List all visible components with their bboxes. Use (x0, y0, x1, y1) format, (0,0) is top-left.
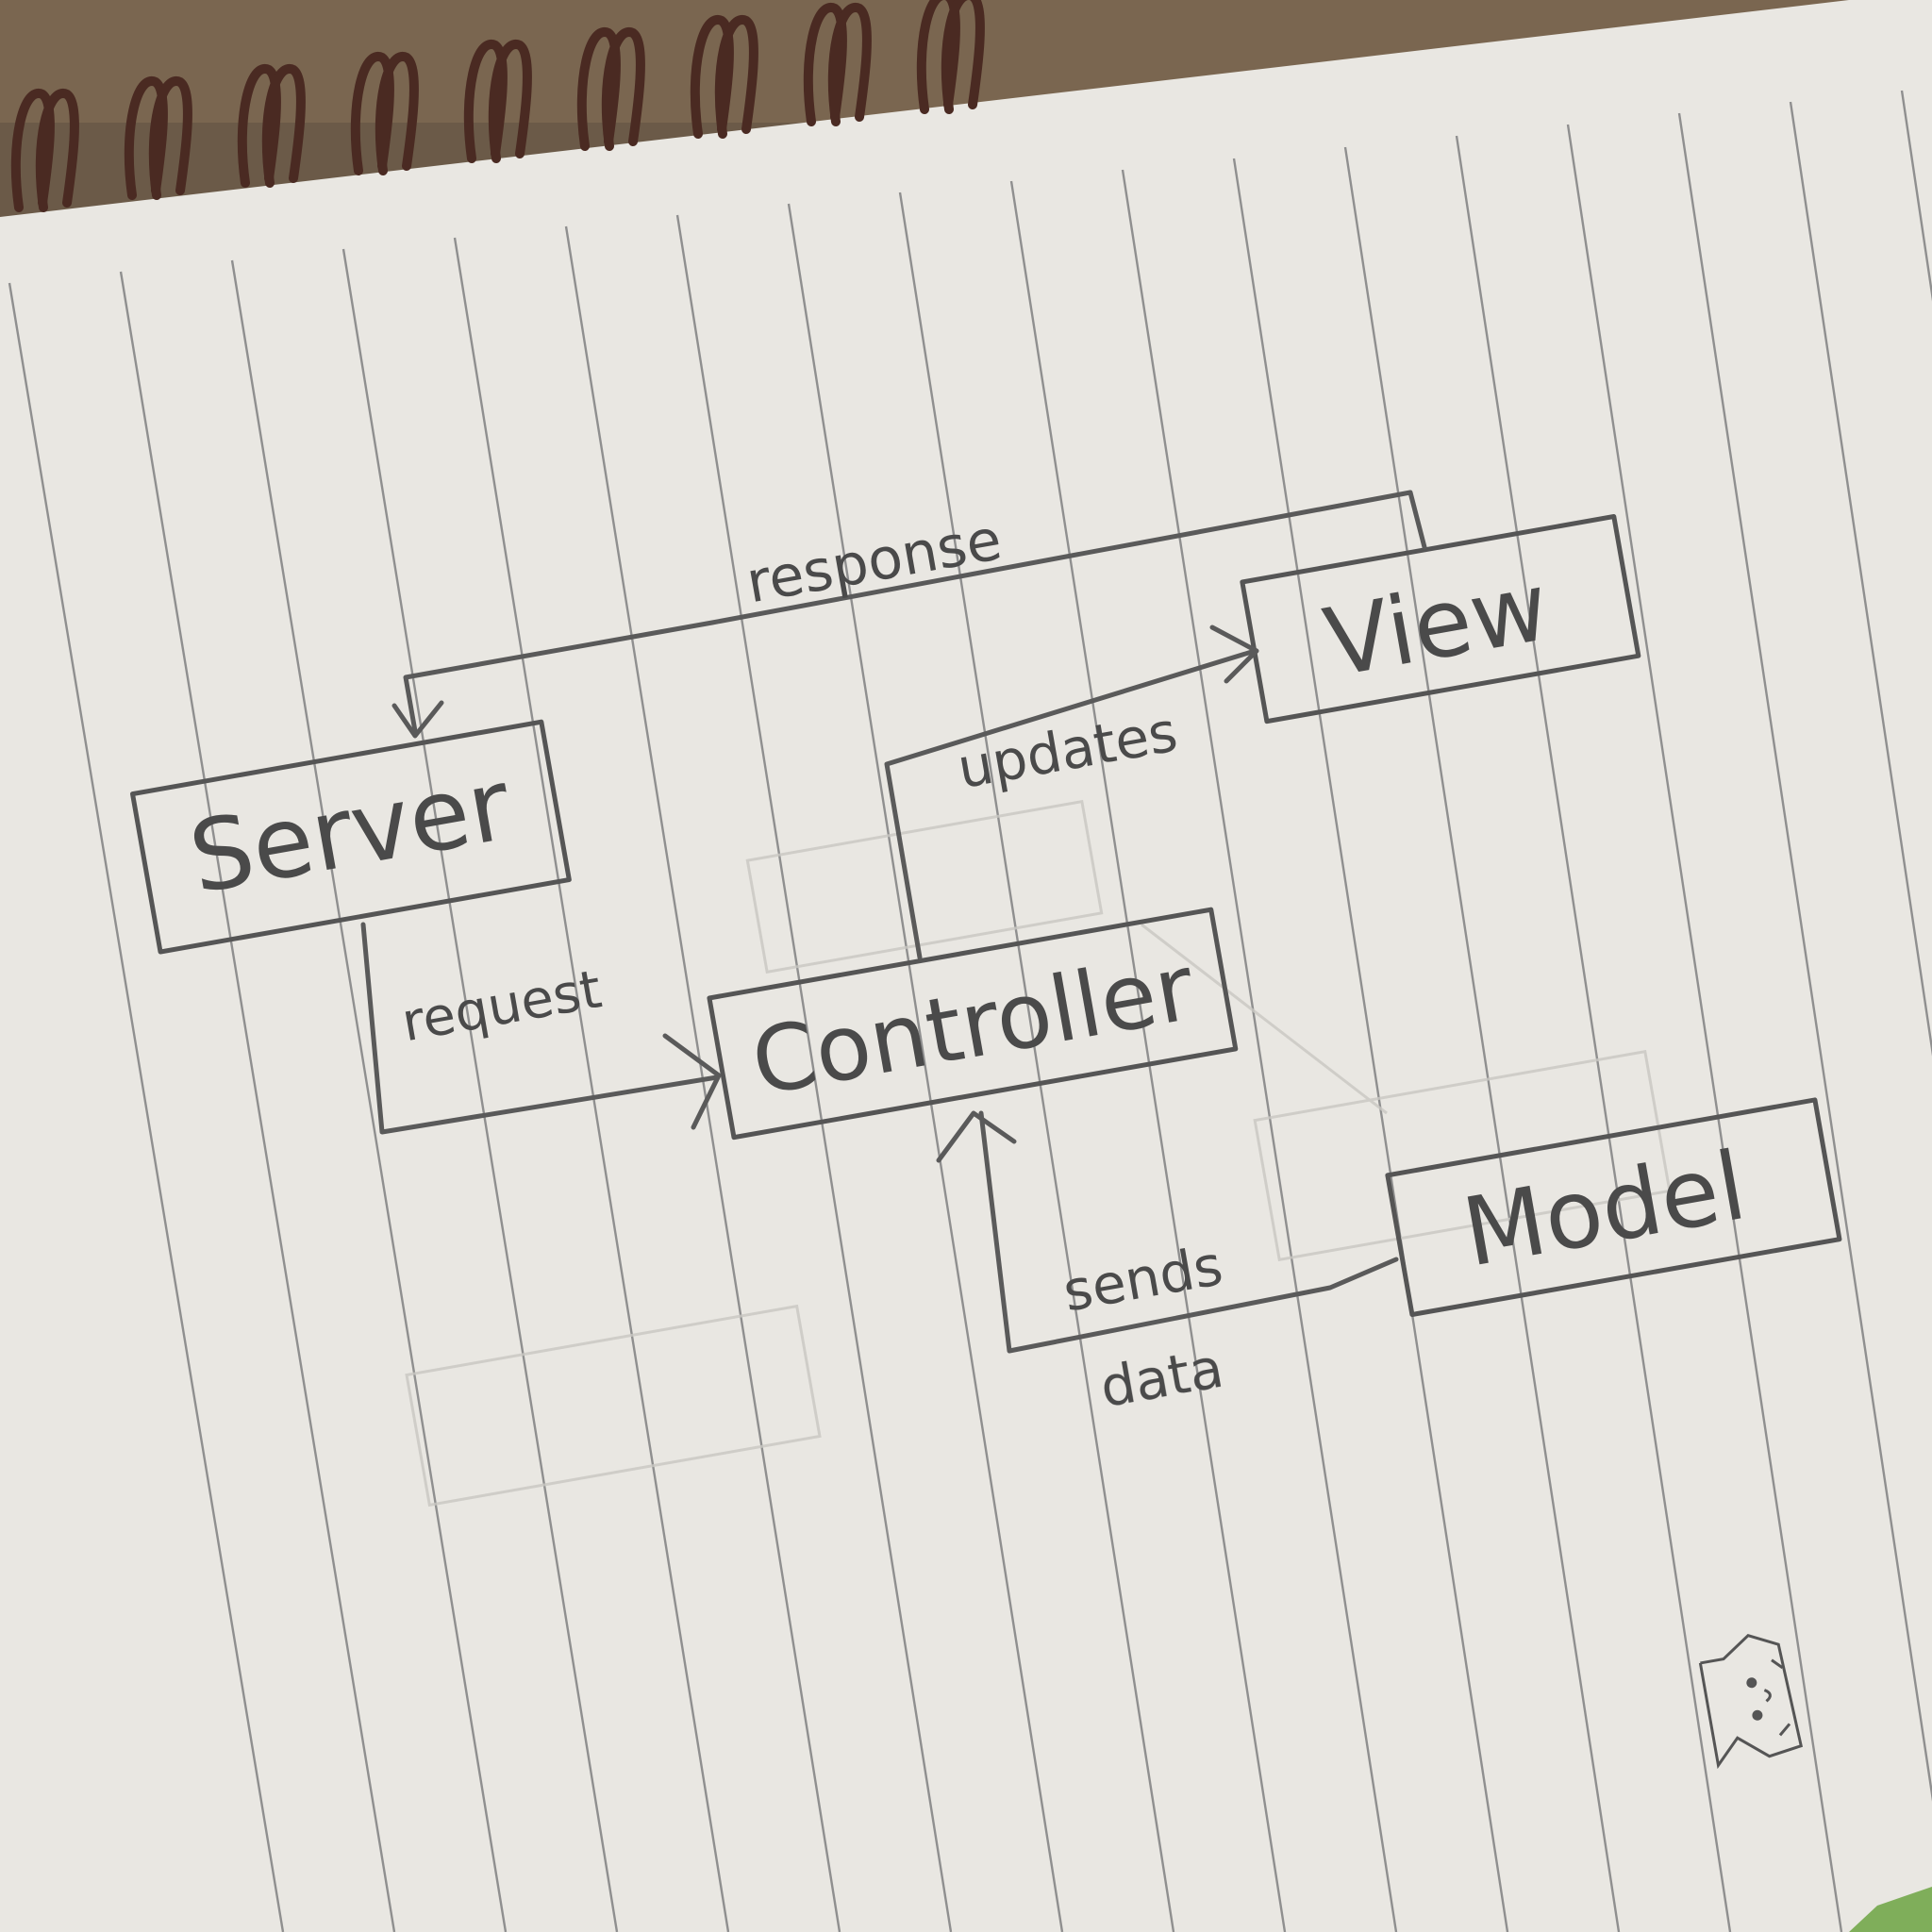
ruled-line (1789, 101, 1932, 1057)
spiral-binding (10, 0, 985, 212)
spiral-coil (350, 52, 419, 175)
spiral-wire (237, 64, 281, 188)
ruled-line (341, 248, 619, 1932)
spiral-wire (690, 15, 734, 139)
erased-sketch-traces (405, 799, 1672, 1507)
spiral-wire (941, 0, 985, 114)
spiral-coil (10, 89, 79, 212)
ruled-line (1566, 124, 1843, 1932)
spiral-wire (827, 3, 872, 126)
ruled-line (1121, 169, 1398, 1932)
ruled-line (453, 237, 730, 1932)
ruled-line (1677, 112, 1932, 1802)
ruled-line (1455, 135, 1732, 1932)
spiral-wire (10, 89, 55, 212)
model-node: Model (1385, 1097, 1842, 1318)
ruled-line (8, 282, 285, 1932)
spiral-coil (803, 3, 872, 126)
ruled-line (898, 192, 1175, 1932)
spiral-coil (463, 40, 532, 163)
spiral-wire (148, 76, 192, 200)
ruled-line (119, 271, 396, 1932)
spiral-wire (488, 40, 532, 163)
spiral-coil (124, 76, 192, 200)
ruled-line (1232, 158, 1509, 1932)
ruled-line (1009, 180, 1287, 1932)
spiral-wire (714, 15, 758, 139)
ruled-line (675, 214, 953, 1932)
spiral-coil (690, 15, 758, 139)
spiral-wire (916, 0, 960, 114)
spiral-wire (261, 64, 306, 188)
ruled-line (230, 259, 508, 1932)
green-page-edge (1849, 1887, 1932, 1932)
spiral-coil (576, 27, 645, 151)
cat-face-doodle-icon (1698, 1633, 1804, 1770)
spiral-wire (463, 40, 508, 163)
ruled-line (787, 203, 1064, 1932)
spiral-wire (350, 52, 394, 175)
spiral-coil (916, 0, 985, 114)
ruled-line (1343, 146, 1621, 1932)
spiral-wire (803, 3, 847, 126)
spiral-wire (601, 27, 645, 151)
spiral-wire (124, 76, 168, 200)
spiral-wire (576, 27, 621, 151)
spiral-wire (35, 89, 79, 212)
spiral-wire (375, 52, 419, 175)
spiral-coil (237, 64, 306, 188)
